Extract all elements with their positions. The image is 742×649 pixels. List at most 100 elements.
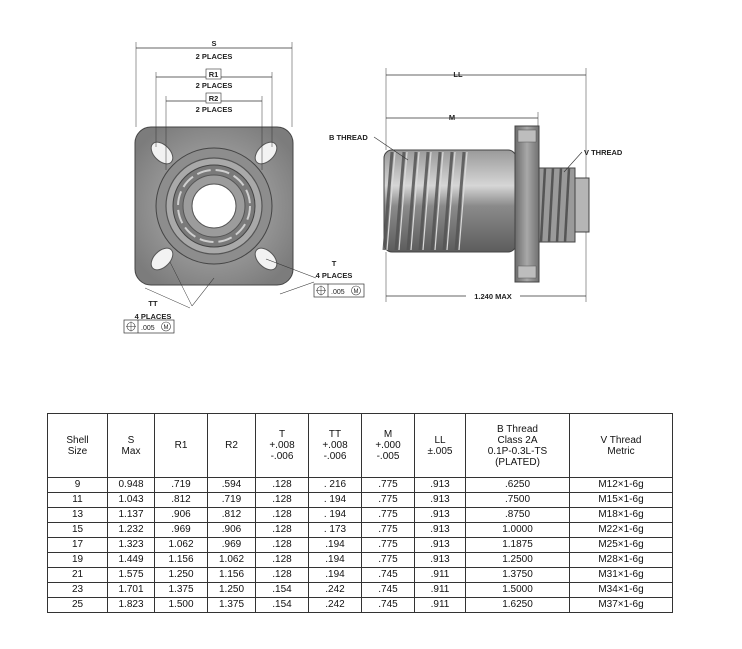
table-cell: . 194 bbox=[308, 507, 362, 523]
t-mmc-modifier: M bbox=[354, 289, 359, 295]
table-cell: .812 bbox=[207, 507, 256, 523]
r2-dim-places: 2 PLACES bbox=[196, 105, 233, 114]
table-cell: .128 bbox=[255, 537, 309, 553]
table-cell: .911 bbox=[414, 597, 466, 613]
table-cell: 1.232 bbox=[107, 522, 155, 538]
table-cell: M12×1-6g bbox=[569, 477, 673, 493]
table-cell: .128 bbox=[255, 567, 309, 583]
header-ll: LL ±.005 bbox=[414, 413, 466, 478]
s-dim-label: S bbox=[211, 39, 216, 48]
table-cell: .194 bbox=[308, 567, 362, 583]
table-cell: 17 bbox=[47, 537, 108, 553]
table-cell: .745 bbox=[361, 597, 415, 613]
table-cell: .775 bbox=[361, 537, 415, 553]
t-callout-label: T bbox=[332, 259, 337, 268]
table-cell: 1.137 bbox=[107, 507, 155, 523]
table-cell: .128 bbox=[255, 552, 309, 568]
table-cell: 1.2500 bbox=[465, 552, 570, 568]
r2-dim-label: R2 bbox=[209, 94, 219, 103]
table-cell: .911 bbox=[414, 582, 466, 598]
table-cell: .128 bbox=[255, 507, 309, 523]
table-cell: 1.449 bbox=[107, 552, 155, 568]
center-bore bbox=[191, 183, 237, 229]
table-cell: .242 bbox=[308, 582, 362, 598]
table-cell: 1.0000 bbox=[465, 522, 570, 538]
table-cell: M28×1-6g bbox=[569, 552, 673, 568]
table-cell: 1.6250 bbox=[465, 597, 570, 613]
table-cell: .913 bbox=[414, 477, 466, 493]
table-cell: .775 bbox=[361, 477, 415, 493]
side-view: LL M B THREAD V THREAD 1.240 MAX bbox=[329, 68, 623, 302]
table-cell: 1.701 bbox=[107, 582, 155, 598]
table-cell: .128 bbox=[255, 477, 309, 493]
technical-drawing: S 2 PLACES R1 2 PLACES R2 2 PLACES T 4 P… bbox=[123, 39, 623, 334]
b-thread-label: B THREAD bbox=[329, 133, 368, 142]
table-cell: 1.3750 bbox=[465, 567, 570, 583]
table-cell: .913 bbox=[414, 522, 466, 538]
table-cell: .242 bbox=[308, 597, 362, 613]
table-cell: 1.575 bbox=[107, 567, 155, 583]
table-cell: .6250 bbox=[465, 477, 570, 493]
table-cell: .128 bbox=[255, 492, 309, 508]
table-cell: 21 bbox=[47, 567, 108, 583]
header-r2: R2 bbox=[207, 413, 256, 478]
header-m: M +.000 -.005 bbox=[361, 413, 415, 478]
table-cell: .913 bbox=[414, 507, 466, 523]
table-cell: 1.323 bbox=[107, 537, 155, 553]
s-dim-places: 2 PLACES bbox=[196, 52, 233, 61]
keyway-ring bbox=[177, 169, 251, 243]
table-cell: .969 bbox=[207, 537, 256, 553]
table-cell: .775 bbox=[361, 522, 415, 538]
table-cell: .906 bbox=[154, 507, 208, 523]
header-s-max: S Max bbox=[107, 413, 155, 478]
side-flange bbox=[514, 125, 540, 283]
table-cell: 1.250 bbox=[207, 582, 256, 598]
table-cell: 1.250 bbox=[154, 567, 208, 583]
table-cell: .775 bbox=[361, 552, 415, 568]
table-cell: 23 bbox=[47, 582, 108, 598]
t-tolerance-value: .005 bbox=[331, 289, 345, 296]
table-cell: 11 bbox=[47, 492, 108, 508]
table-cell: 1.156 bbox=[154, 552, 208, 568]
table-cell: .7500 bbox=[465, 492, 570, 508]
table-cell: . 194 bbox=[308, 492, 362, 508]
header-v-thread: V Thread Metric bbox=[569, 413, 673, 478]
table-cell: .913 bbox=[414, 552, 466, 568]
table-cell: .719 bbox=[154, 477, 208, 493]
table-cell: M37×1-6g bbox=[569, 597, 673, 613]
table-cell: .8750 bbox=[465, 507, 570, 523]
table-cell: .154 bbox=[255, 597, 309, 613]
table-cell: M25×1-6g bbox=[569, 537, 673, 553]
table-cell: 1.5000 bbox=[465, 582, 570, 598]
table-cell: 1.823 bbox=[107, 597, 155, 613]
overall-length-label: 1.240 MAX bbox=[474, 292, 512, 301]
table-cell: .913 bbox=[414, 492, 466, 508]
table-cell: 25 bbox=[47, 597, 108, 613]
table-cell: 13 bbox=[47, 507, 108, 523]
v-thread-label: V THREAD bbox=[584, 148, 623, 157]
table-cell: 19 bbox=[47, 552, 108, 568]
tt-tolerance-value: .005 bbox=[141, 325, 155, 332]
table-cell: .775 bbox=[361, 492, 415, 508]
t-callout-places: 4 PLACES bbox=[316, 271, 353, 280]
table-cell: .812 bbox=[154, 492, 208, 508]
table-cell: 1.500 bbox=[154, 597, 208, 613]
table-cell: 1.043 bbox=[107, 492, 155, 508]
table-cell: .906 bbox=[207, 522, 256, 538]
table-cell: 1.375 bbox=[154, 582, 208, 598]
header-tt: TT +.008 -.006 bbox=[308, 413, 362, 478]
tt-position-tolerance: .005 M bbox=[123, 319, 175, 334]
table-cell: M22×1-6g bbox=[569, 522, 673, 538]
table-cell: 1.375 bbox=[207, 597, 256, 613]
